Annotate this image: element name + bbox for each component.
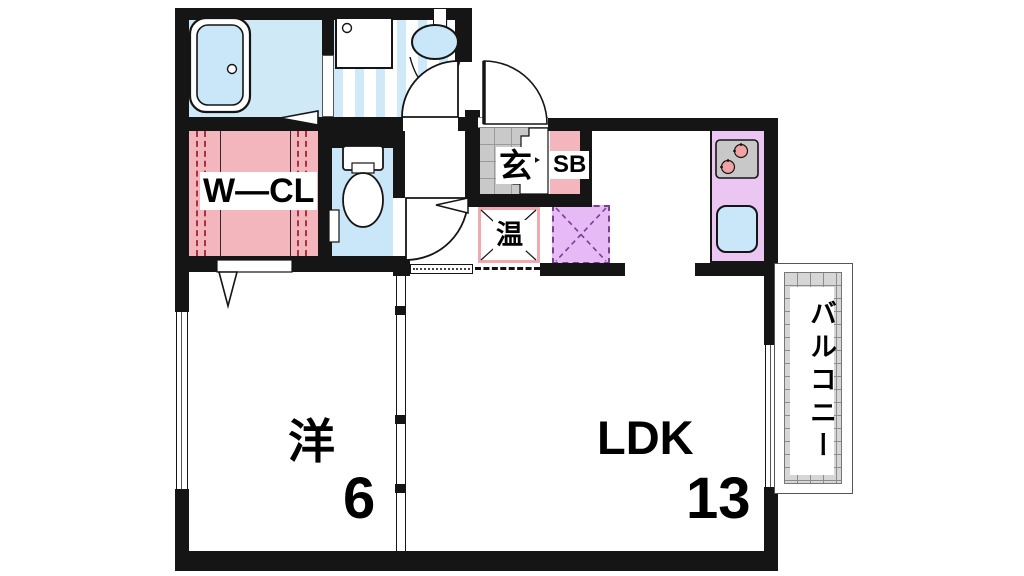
bathroom-door — [322, 55, 334, 117]
wall — [175, 117, 403, 131]
walk-in-closet-label: W—CL — [200, 172, 318, 210]
wall — [455, 8, 472, 62]
faucet — [433, 8, 447, 28]
partition-joint — [395, 415, 406, 424]
doorway-threshold — [410, 264, 473, 274]
wall — [465, 194, 592, 207]
outside-area — [458, 0, 778, 117]
shoe-box-label: SB — [550, 151, 590, 179]
balcony-label: バルコニー — [790, 287, 836, 475]
wall — [318, 131, 405, 148]
wall — [175, 489, 189, 571]
ldk-size: 13 — [683, 468, 754, 530]
refrigerator-space — [552, 205, 610, 264]
entrance-label: 玄 — [496, 147, 535, 184]
wall — [695, 263, 764, 276]
kitchen-counter — [710, 127, 764, 263]
wall — [540, 118, 778, 131]
room-partition-sliding-doors — [395, 276, 406, 551]
ldk-label: LDK — [594, 412, 697, 463]
window-pane-line — [181, 312, 182, 489]
partition-joint — [395, 306, 406, 315]
window-left — [176, 312, 188, 489]
window-pane-line — [770, 345, 771, 487]
washroom — [334, 17, 458, 117]
water-heater-label: 温 — [493, 220, 526, 251]
bathroom — [187, 17, 322, 117]
wall — [393, 131, 405, 198]
wall — [175, 8, 189, 312]
wall — [175, 551, 778, 571]
entrance-threshold — [478, 117, 548, 128]
wall — [393, 256, 410, 276]
wall — [175, 256, 405, 272]
dash-line — [475, 267, 540, 270]
partition-joint — [395, 484, 406, 493]
wall — [540, 263, 625, 276]
wall — [322, 8, 334, 55]
threshold-dashes — [413, 268, 470, 270]
wall — [465, 110, 480, 207]
wall — [764, 487, 778, 571]
wall — [175, 8, 458, 20]
toilet-room — [332, 148, 393, 256]
western-room-label: 洋 — [285, 416, 338, 467]
hanger-pipe-dashed — [196, 131, 198, 256]
heater-vent-dashes — [475, 263, 540, 274]
wall — [318, 131, 332, 256]
western-room-size: 6 — [340, 468, 379, 530]
